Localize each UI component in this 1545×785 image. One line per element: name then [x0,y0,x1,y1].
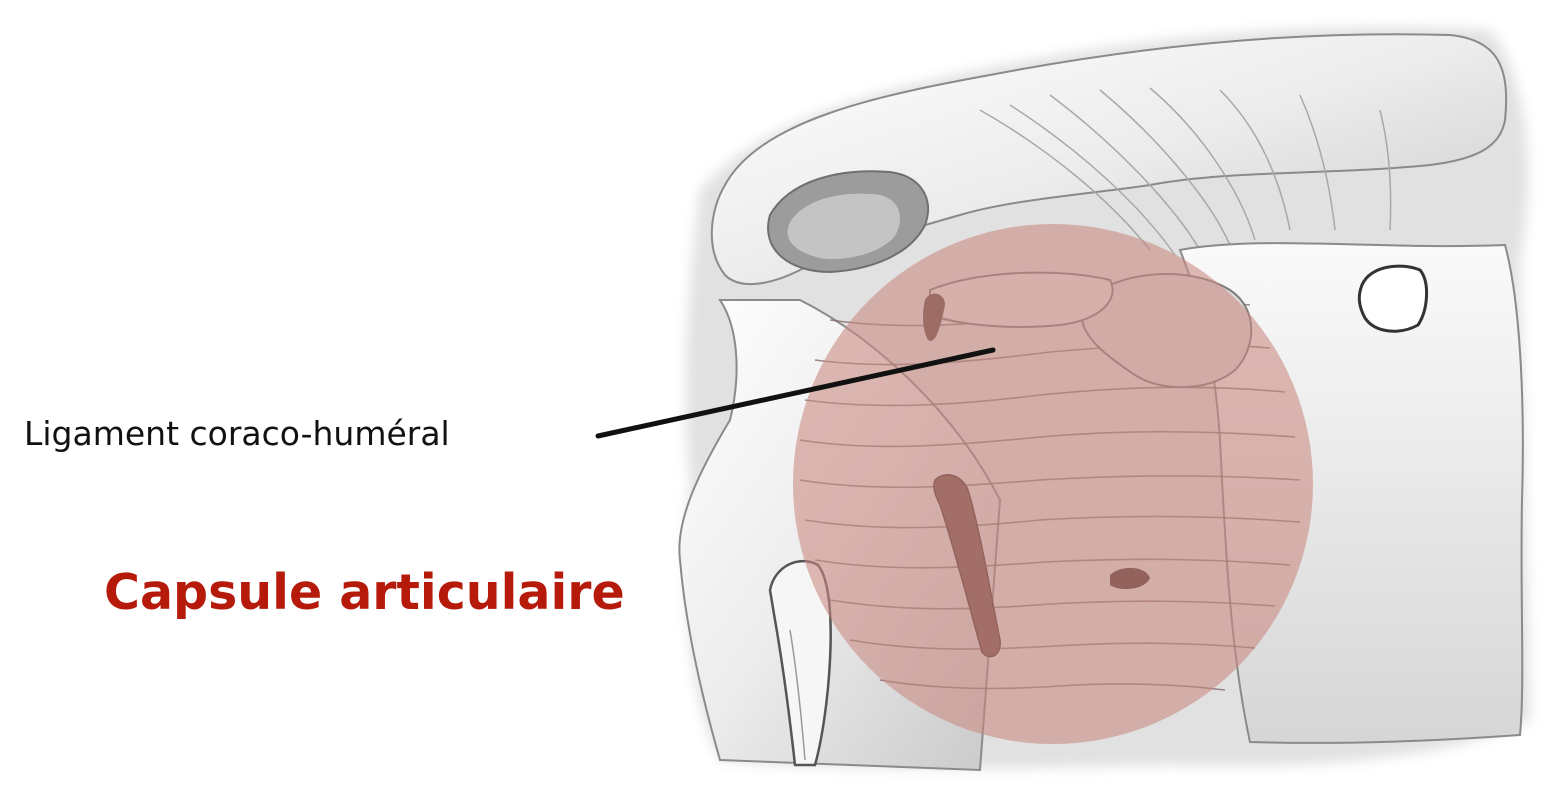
capsule-highlight-circle [793,224,1313,744]
ligament-coraco-humeral-label: Ligament coraco-huméral [24,414,450,453]
capsule-articulaire-label: Capsule articulaire [104,564,625,621]
scapula-notch [1359,266,1426,331]
